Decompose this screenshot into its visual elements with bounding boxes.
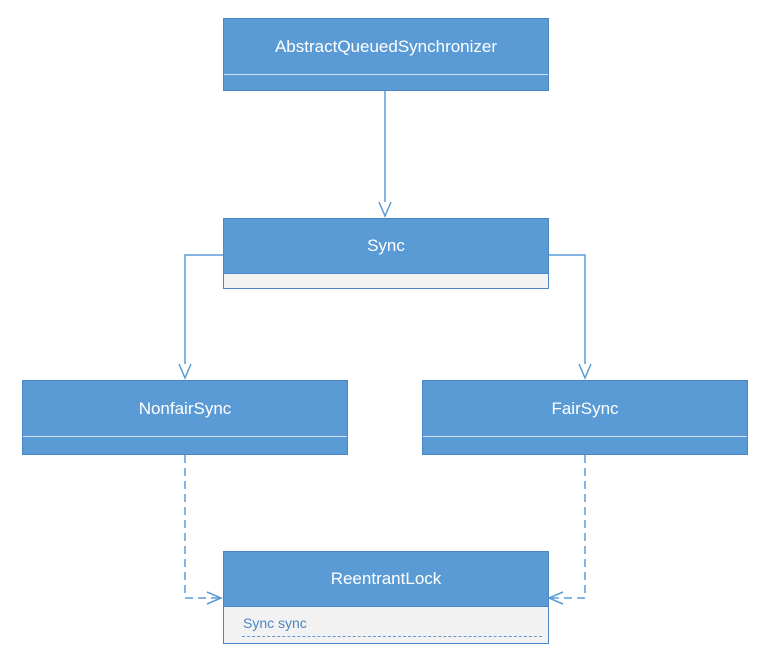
generalization-nonfairsync-to-sync	[178, 254, 223, 380]
compartment-divider	[23, 436, 347, 437]
attribute-sync: Sync sync	[243, 615, 307, 631]
compartment-divider	[224, 74, 548, 75]
compartment-divider	[423, 436, 747, 437]
class-compartment	[224, 273, 548, 288]
class-name: FairSync	[551, 398, 619, 418]
class-fairsync[interactable]: FairSync	[422, 380, 748, 455]
generalization-sync-to-aqs	[378, 91, 392, 218]
class-name: Sync	[367, 236, 405, 255]
class-nonfairsync[interactable]: NonfairSync	[22, 380, 348, 455]
dependency-fairsync-to-reentrantlock	[547, 455, 586, 605]
class-abstractqueuedsynchronizer[interactable]: AbstractQueuedSynchronizer	[223, 18, 549, 91]
class-name: AbstractQueuedSynchronizer	[274, 36, 498, 56]
attribute-underline	[242, 636, 542, 637]
class-reentrantlock[interactable]: ReentrantLock Sync sync	[223, 551, 549, 644]
class-name: ReentrantLock	[330, 569, 442, 588]
generalization-fairsync-to-sync	[548, 254, 592, 380]
dependency-nonfairsync-to-reentrantlock	[184, 455, 223, 605]
class-name: NonfairSync	[138, 398, 232, 418]
class-sync[interactable]: Sync	[223, 218, 549, 289]
attribute-compartment: Sync sync	[224, 606, 548, 643]
